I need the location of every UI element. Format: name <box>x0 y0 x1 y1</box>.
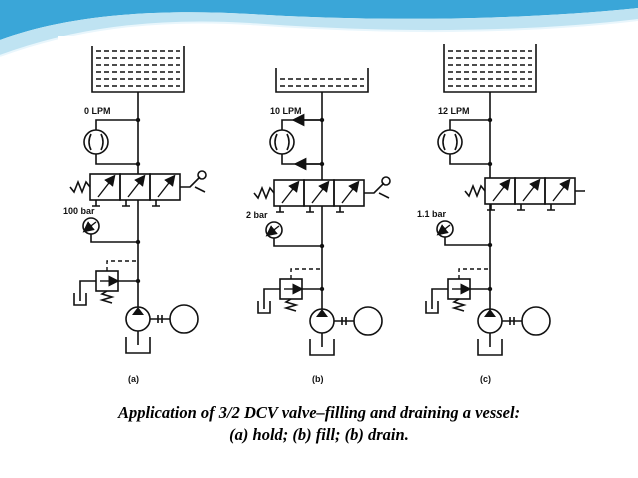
tank-port-symbol <box>336 206 344 213</box>
tank-port-symbol <box>122 200 130 207</box>
motor-icon <box>169 304 199 334</box>
drain-tank-symbol <box>425 288 448 314</box>
flowmeter-paddle <box>274 133 290 151</box>
lever-actuator <box>180 176 206 193</box>
valve-flow-arrow <box>97 174 116 198</box>
drain-tank-symbol <box>73 280 96 306</box>
relief-spring <box>99 290 115 304</box>
pressure-label: 100 bar <box>63 206 95 216</box>
flowmeter-branch <box>449 119 490 130</box>
pilot-line <box>106 260 138 271</box>
flowmeter-paddle <box>442 133 458 151</box>
gauge-needle <box>436 224 451 236</box>
spring-actuator <box>464 183 486 199</box>
junction-dot <box>135 161 141 167</box>
junction-dot <box>135 117 141 123</box>
junction-dot <box>487 242 493 248</box>
valve-flow-arrow <box>311 180 330 204</box>
circuit-a: 0 LPM 100 bar (a) <box>63 46 207 384</box>
junction-dot <box>319 286 325 292</box>
relief-spring <box>283 298 299 312</box>
circuit-c: 12 LPM 1.1 bar (c) <box>417 44 602 384</box>
motor-icon <box>353 306 383 336</box>
gauge-branch <box>444 237 490 246</box>
hydraulic-circuit-figure: 0 LPM 100 bar (a) 10 LPM 2 bar (b) 12 LPM 1.1 b… <box>58 36 602 396</box>
pump-triangle <box>316 309 328 317</box>
tank-port-symbol <box>276 206 284 213</box>
valve-flow-arrow <box>127 174 146 198</box>
spring-actuator <box>69 179 91 195</box>
pressure-label: 1.1 bar <box>417 209 447 219</box>
motor-icon <box>521 306 551 336</box>
caption-line-2: (a) hold; (b) fill; (b) drain. <box>229 425 409 444</box>
vessel-tank <box>275 68 369 93</box>
flowmeter-icon <box>83 129 109 155</box>
flowmeter-return <box>449 154 490 165</box>
pump-triangle <box>484 309 496 317</box>
vessel-tank <box>91 46 185 93</box>
flowmeter-icon <box>269 129 295 155</box>
flowmeter-paddle <box>88 133 104 151</box>
tank-port-symbol <box>92 200 100 207</box>
lever-actuator <box>364 182 390 199</box>
flowmeter-return <box>281 154 322 165</box>
valve-flow-arrow <box>552 178 571 202</box>
pilot-line <box>290 268 322 279</box>
junction-dot <box>135 278 141 284</box>
pump-triangle <box>132 307 144 315</box>
reservoir-symbol <box>477 333 503 356</box>
junction-dot <box>135 239 141 245</box>
reservoir-symbol <box>125 331 151 354</box>
flow-rate-label: 10 LPM <box>270 106 302 116</box>
flowmeter-branch <box>281 119 322 130</box>
circuit-b: 10 LPM 2 bar (b) <box>246 68 391 384</box>
valve-flow-arrow <box>281 180 300 204</box>
tank-port-symbol <box>517 204 525 211</box>
junction-dot <box>487 161 493 167</box>
circuits: 0 LPM 100 bar (a) 10 LPM 2 bar (b) 12 LPM 1.1 b… <box>63 44 602 384</box>
figure-caption: Application of 3/2 DCV valve–filling and… <box>0 402 638 446</box>
lever-knob <box>197 170 207 180</box>
relief-spring <box>451 298 467 312</box>
circuit-sublabel: (b) <box>312 374 324 384</box>
circuit-sublabel: (a) <box>128 374 139 384</box>
junction-dot <box>487 286 493 292</box>
tank-port-symbol <box>487 204 495 211</box>
flowmeter-icon <box>437 129 463 155</box>
junction-dot <box>319 243 325 249</box>
pressure-label: 2 bar <box>246 210 268 220</box>
coupling <box>334 317 354 325</box>
reservoir-symbol <box>309 333 335 356</box>
valve-flow-arrow <box>522 178 541 202</box>
lever-knob <box>381 176 391 186</box>
flowmeter-branch <box>95 119 138 130</box>
pilot-line <box>458 268 490 279</box>
gauge-needle <box>82 221 97 233</box>
tank-port-symbol <box>152 200 160 207</box>
flow-rate-label: 12 LPM <box>438 106 470 116</box>
spring-actuator <box>253 185 275 201</box>
junction-dot <box>487 117 493 123</box>
tank-port-symbol <box>306 206 314 213</box>
gauge-branch <box>90 234 138 243</box>
valve-flow-arrow <box>157 174 176 198</box>
coupling <box>150 315 170 323</box>
gauge-branch <box>273 238 322 247</box>
flowmeter-return <box>95 154 138 165</box>
valve-flow-arrow <box>341 180 360 204</box>
valve-flow-arrow <box>492 178 511 202</box>
circuit-sublabel: (c) <box>480 374 491 384</box>
gauge-needle <box>265 225 280 237</box>
flow-rate-label: 0 LPM <box>84 106 111 116</box>
drain-tank-symbol <box>257 288 280 314</box>
caption-line-1: Application of 3/2 DCV valve–filling and… <box>117 403 521 422</box>
tank-port-symbol <box>547 204 555 211</box>
lever-actuator <box>575 180 601 197</box>
coupling <box>502 317 522 325</box>
